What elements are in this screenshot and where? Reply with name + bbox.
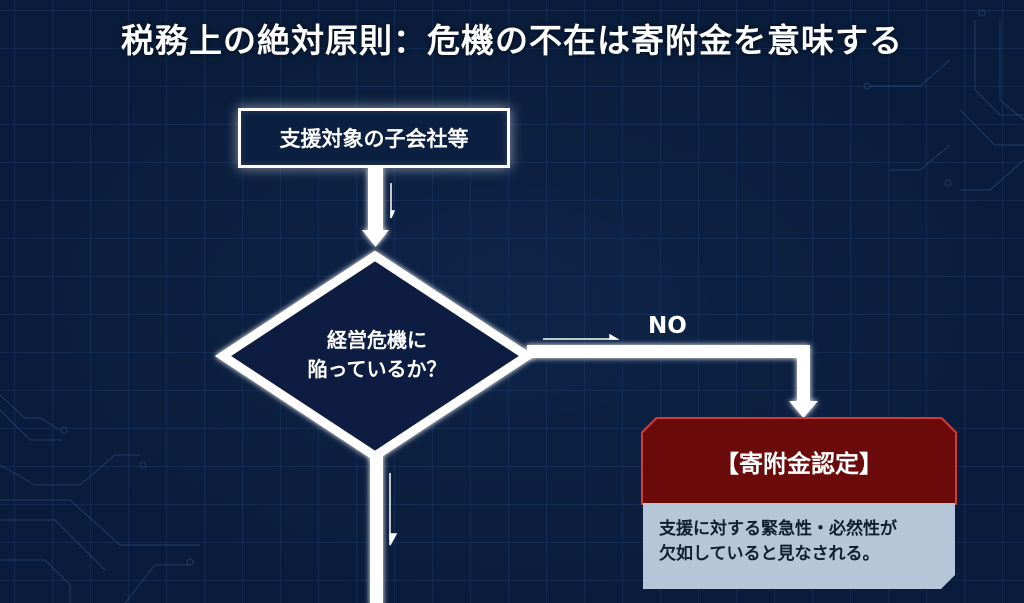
page-title: 税務上の絶対原則：危機の不在は寄附金を意味する (121, 21, 903, 60)
decision-node-label: 経営危機に 陥っているか？ (262, 326, 492, 384)
flow-hint-arrow-down-top (390, 183, 396, 219)
result-node-header: 【寄附金認定】 (643, 419, 955, 503)
start-node-label: 支援対象の子会社等 (279, 127, 469, 151)
result-heading: 【寄附金認定】 (715, 449, 883, 478)
result-line-2: 欠如していると見なされる。 (659, 544, 880, 564)
start-node: 支援対象の子会社等 (238, 108, 510, 168)
result-node-description: 支援に対する緊急性・必然性が 欠如していると見なされる。 (643, 503, 955, 589)
flow-hint-arrow-right (543, 333, 620, 340)
no-branch-label: NO (648, 313, 687, 339)
arrow-no-branch (527, 345, 818, 418)
flow-hint-arrow-down-bottom (389, 473, 398, 546)
arrow-start-to-decision (362, 168, 389, 247)
decision-line-2: 陥っているか？ (307, 357, 447, 381)
result-line-1: 支援に対する緊急性・必然性が (659, 519, 897, 539)
arrow-yes-branch-down (370, 456, 383, 603)
decision-line-1: 経営危機に (327, 328, 427, 352)
